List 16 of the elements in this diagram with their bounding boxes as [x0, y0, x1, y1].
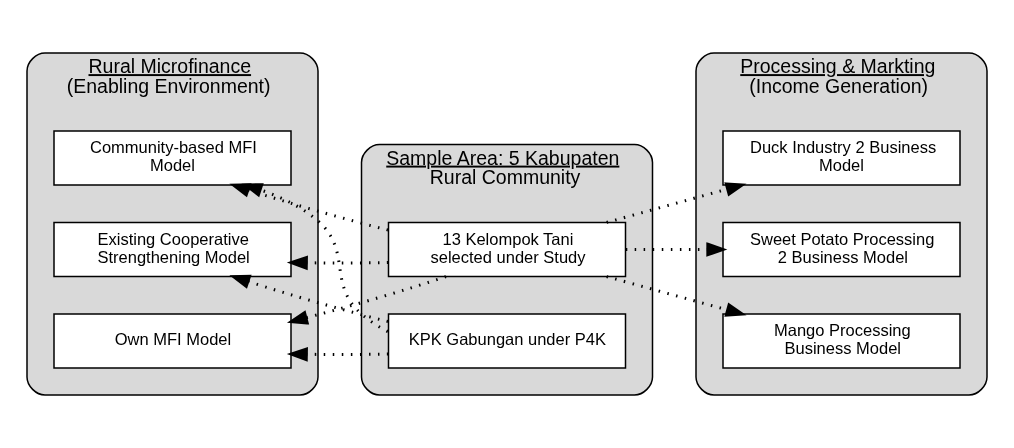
arrow [286, 346, 389, 362]
node-box: Own MFI Model [53, 313, 292, 369]
arrow [625, 242, 728, 257]
node-box: Existing Cooperative Strengthening Model [53, 221, 292, 278]
arrow [241, 183, 389, 333]
node-box: Community-based MFI Model [53, 130, 292, 186]
node-box: KPK Gabungan under P4K [387, 313, 627, 369]
node-box: Duck Industry 2 Business Model [722, 130, 961, 186]
node-box: Sweet Potato Processing 2 Business Model [722, 221, 961, 278]
node-box: Mango Processing Business Model [722, 313, 961, 369]
arrow [286, 255, 389, 271]
arrow [286, 275, 447, 325]
arrow [229, 274, 389, 323]
node-box: 13 Kelompok Tani selected under Study [387, 221, 627, 278]
arrow [606, 182, 747, 224]
arrow [606, 275, 747, 317]
